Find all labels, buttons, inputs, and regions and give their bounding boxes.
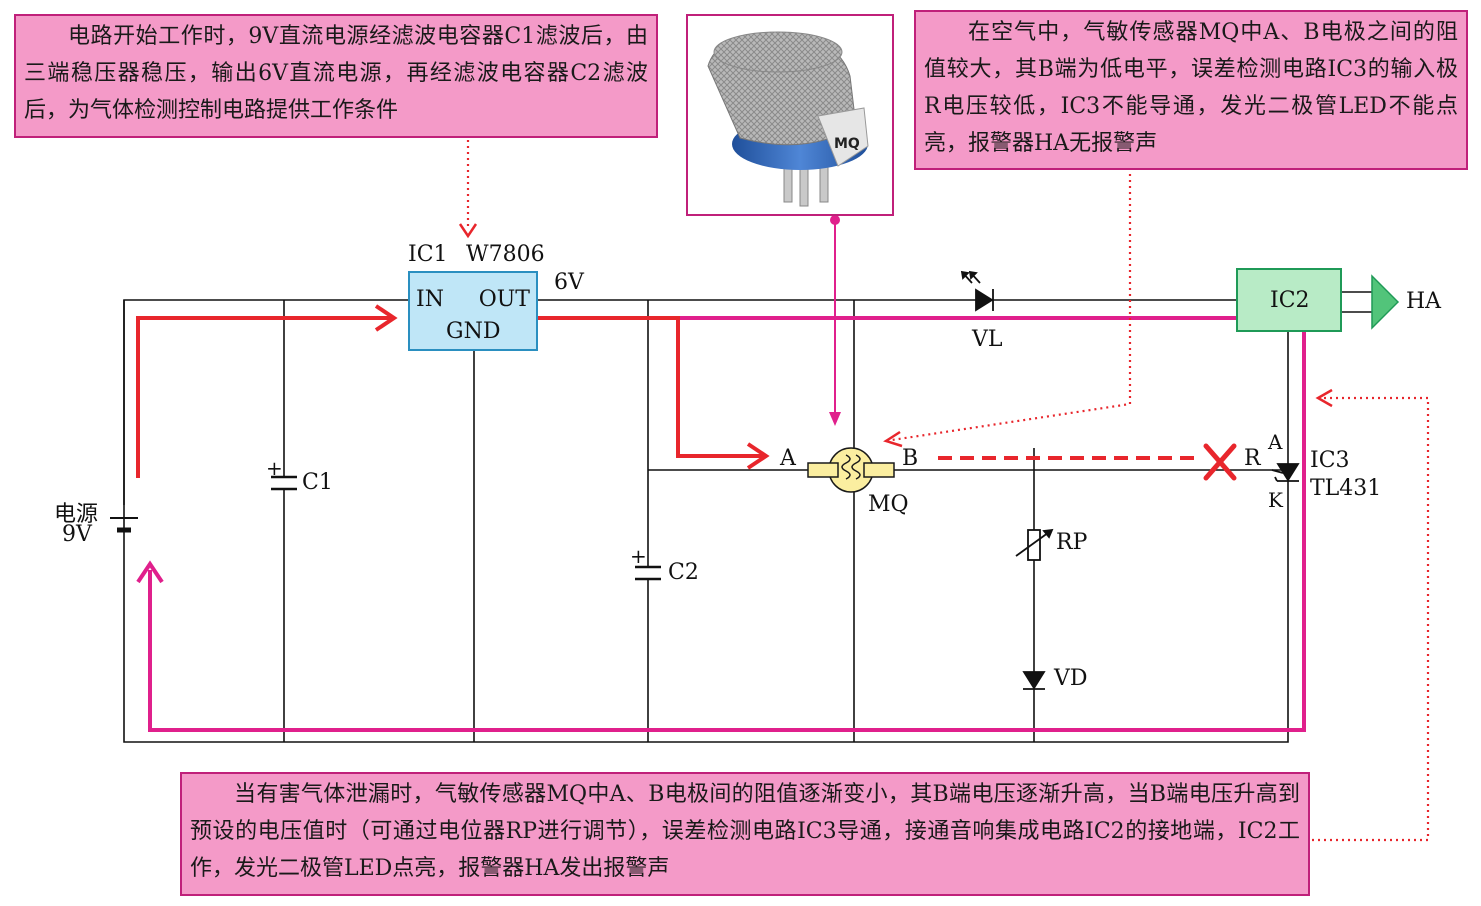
vd-label: VD xyxy=(1054,666,1088,691)
power-label: 电源 xyxy=(54,502,99,527)
ic1-label: IC1 xyxy=(408,242,448,267)
note-gas-leak-text: 当有害气体泄漏时，气敏传感器MQ中A、B电极间的阻值逐渐变小，其B端电压逐渐升高… xyxy=(190,782,1300,881)
c1-label: C1 xyxy=(302,470,333,495)
blocked-x-icon xyxy=(1203,443,1237,481)
capacitor-c2-symbol xyxy=(634,565,662,581)
note-gas-leak: 当有害气体泄漏时，气敏传感器MQ中A、B电极间的阻值逐渐变小，其B端电压逐渐升高… xyxy=(180,772,1310,896)
ha-label: HA xyxy=(1406,289,1442,314)
ic3-model: TL431 xyxy=(1310,476,1382,501)
potentiometer-rp-symbol xyxy=(1015,528,1054,561)
led-vl-symbol xyxy=(960,270,994,312)
ic2-label: IC2 xyxy=(1270,288,1310,313)
speaker-ha-symbol xyxy=(1371,274,1400,330)
mq-sensor-illustration: MQ xyxy=(707,31,869,207)
note-power-supply-text: 电路开始工作时，9V直流电源经滤波电容器C1滤波后，由三端稳压器稳压，输出6V直… xyxy=(24,24,648,123)
ic1-gnd-label: GND xyxy=(446,319,501,344)
ic1-out-label: OUT xyxy=(478,287,530,312)
mq-label: MQ xyxy=(868,492,909,517)
note-power-supply: 电路开始工作时，9V直流电源经滤波电容器C1滤波后，由三端稳压器稳压，输出6V直… xyxy=(14,14,658,138)
mq-sensor-symbol xyxy=(807,447,895,493)
c2-label: C2 xyxy=(668,560,699,585)
red-current-path xyxy=(136,304,1200,478)
note-clean-air-text: 在空气中，气敏传感器MQ中A、B电极之间的阻值较大，其B端为低电平，误差检测电路… xyxy=(924,20,1458,156)
power-voltage-label: 9V xyxy=(62,522,92,547)
vl-label: VL xyxy=(972,327,1003,352)
ic3-r-label: R xyxy=(1244,446,1261,471)
c2-plus-sign: + xyxy=(630,544,647,568)
ic3-symbol xyxy=(1271,463,1300,482)
ic1-regulator: IN OUT GND xyxy=(408,271,538,351)
magenta-current-path xyxy=(136,316,1306,732)
ic1-in-label: IN xyxy=(416,287,444,312)
ic2-sound-ic: IC2 xyxy=(1236,268,1342,332)
rp-label: RP xyxy=(1056,530,1088,555)
mq-a-label: A xyxy=(780,446,796,471)
annotation-pointers xyxy=(466,140,1430,842)
diode-vd-symbol xyxy=(1022,671,1046,690)
c1-plus-sign: + xyxy=(266,456,283,480)
photo-mq-mark: MQ xyxy=(834,136,860,152)
ic1-model: W7806 xyxy=(466,242,545,267)
ic3-k-label: K xyxy=(1268,488,1283,512)
capacitor-c1-symbol xyxy=(270,475,298,491)
ic3-a-label: A xyxy=(1268,430,1283,454)
mq-sensor-photo: MQ xyxy=(686,14,894,216)
mq-b-label: B xyxy=(902,446,919,471)
ic3-label: IC3 xyxy=(1310,448,1350,473)
voltage-6v-label: 6V xyxy=(554,270,584,295)
circuit-wires xyxy=(123,291,1372,743)
battery-symbol xyxy=(110,517,138,533)
note-clean-air: 在空气中，气敏传感器MQ中A、B电极之间的阻值较大，其B端为低电平，误差检测电路… xyxy=(914,10,1468,170)
